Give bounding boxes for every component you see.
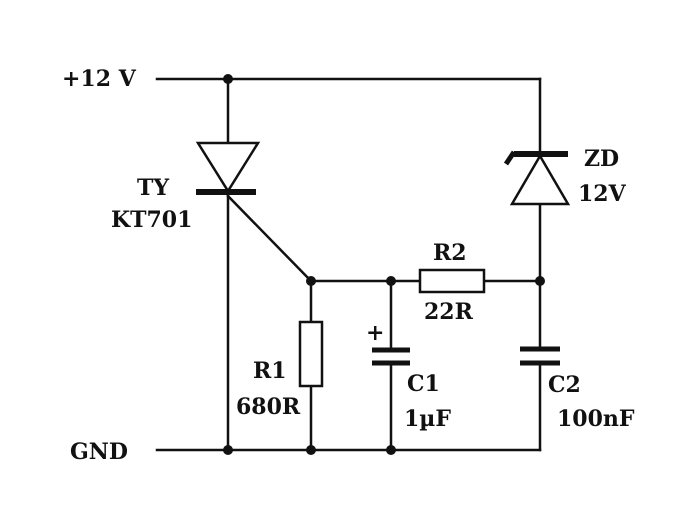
gate-wire	[226, 194, 313, 283]
thyristor-part-number: KT701	[111, 207, 192, 233]
junction-dot	[386, 445, 396, 455]
junction-dot	[223, 74, 233, 84]
r2-designator: R2	[433, 240, 467, 266]
r1-resistor-symbol	[298, 320, 324, 388]
ground-label: GND	[70, 439, 128, 465]
thyristor-symbol	[195, 141, 261, 195]
r1-value: 680R	[236, 394, 301, 420]
c1-designator: C1	[407, 371, 440, 397]
r2-resistor-symbol	[418, 268, 486, 294]
zener-value: 12V	[578, 181, 627, 207]
c1-capacitor-symbol	[372, 347, 410, 366]
supply-label: +12 V	[62, 66, 137, 92]
c1-value: 1µF	[404, 406, 451, 432]
junction-dot	[306, 276, 316, 286]
zener-designator: ZD	[584, 146, 619, 172]
r2-value: 22R	[424, 299, 474, 325]
r1-designator: R1	[253, 358, 287, 384]
junction-dot	[386, 276, 396, 286]
junction-dot	[223, 445, 233, 455]
thyristor-designator: TY	[137, 175, 169, 201]
c2-designator: C2	[548, 372, 581, 398]
junction-dot	[306, 445, 316, 455]
c2-capacitor-symbol	[520, 346, 560, 366]
junction-dot	[535, 276, 545, 286]
c2-value: 100nF	[557, 406, 635, 432]
c1-polarity-mark: +	[366, 320, 384, 346]
zener-diode-symbol	[503, 150, 571, 206]
